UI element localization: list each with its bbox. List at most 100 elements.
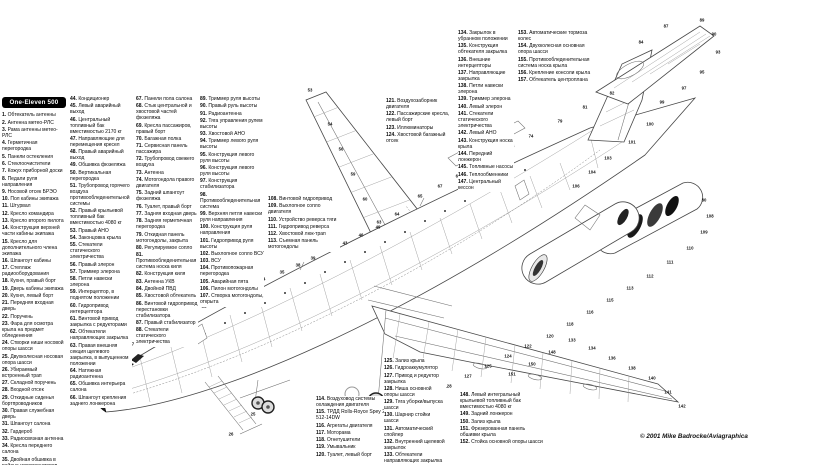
- legend-item: 85. Хвостовой обтекатель: [136, 293, 197, 300]
- legend-item: 62. Обтекатели направляющих закрылка: [70, 329, 129, 342]
- legend-item: 140. Левый элерон: [458, 103, 503, 110]
- legend-item: 2. Антенна метео-РЛС: [2, 119, 54, 126]
- callout-number: 7: [131, 341, 135, 347]
- legend-item: 99. Верхняя петля навески руля направлен…: [200, 210, 263, 223]
- legend-item: 96. Конструкция левого руля высоты: [200, 165, 255, 178]
- legend-item: 107. Створка мотогондолы, открыта: [200, 293, 264, 306]
- legend-item: 68. Стык центральной и хвостовой частей …: [136, 103, 192, 122]
- legend-item: 82. Конструкция киля: [136, 271, 186, 278]
- legend-item: 56. Правый элерон: [70, 261, 115, 268]
- legend-item: 114. Воздуховод системы охлаждения двига…: [316, 396, 376, 408]
- legend-item: 128. Ниша основной опоры шасси: [384, 385, 432, 398]
- legend-item: 144. Передний лонжерон: [458, 150, 493, 163]
- callout-number: 43: [342, 240, 348, 246]
- legend-item: 54. Законцовка крыла: [70, 234, 121, 241]
- callout-number: 109: [700, 229, 708, 235]
- legend-item: 20. Кухня, левый борт: [2, 293, 54, 300]
- legend-item: 70. Багажная полка: [136, 135, 182, 142]
- callout-number: 140: [648, 375, 656, 381]
- legend-item: 137. Направляющие закрылка: [458, 69, 506, 82]
- callout-number: 111: [666, 259, 674, 265]
- legend-item: 67. Панели пола салона: [136, 96, 193, 102]
- cabin-floor-line: [129, 149, 601, 395]
- legend-item: 10. Пол кабины экипажа: [2, 196, 59, 203]
- legend-item: 146. Теплообменники: [458, 171, 509, 178]
- legend-item: 65. Обшивка интерьера салона: [70, 381, 126, 394]
- legend-item: 120. Туалет, левый борт: [316, 451, 372, 458]
- callout-number: 133: [568, 337, 576, 343]
- legend-item: 116. Агрегаты двигателя: [316, 422, 373, 429]
- legend-item: 46. Центральный топливный бак вместимост…: [70, 116, 122, 135]
- callout-number: 54: [327, 121, 333, 127]
- legend-item: 88. Стекатели статического электричества: [136, 327, 170, 346]
- legend-item: 18. Кухня, правый борт: [2, 278, 56, 285]
- legend-item: 92. Тяга управления рулем высоты: [200, 117, 263, 130]
- legend-item: 94. Триммер левого руля высоты: [200, 138, 259, 151]
- legend-item: 66. Шпангоут крепления заднего лонжерона: [70, 394, 127, 407]
- legend-item: 16. Шпангоут кабины: [2, 257, 51, 264]
- callout-number: 101: [628, 139, 636, 145]
- legend-item: 103. ВСУ: [200, 258, 221, 265]
- legend-item: 102. Выхлопное сопло ВСУ: [200, 250, 264, 257]
- legend-item: 47. Направляющие для перемещения кресел: [70, 135, 125, 148]
- callout-number: 82: [609, 90, 615, 96]
- legend-item: 17. Стеллаж радиооборудования: [2, 265, 49, 278]
- legend-item: 84. Двойной ПВД: [136, 286, 176, 293]
- legend-item: 76. Туалет, правый борт: [136, 203, 192, 210]
- callout-number: 39: [310, 255, 316, 261]
- legend-item: 126. Гидроаккумулятор: [384, 365, 438, 372]
- legend-item: 1. Обтекатель антенны: [2, 112, 56, 119]
- legend-item: 50. Вертикальная перегородка: [70, 169, 112, 182]
- legend-item: 125. Зализ крыла: [384, 358, 425, 364]
- legend-item: 148. Левый интегральный крыльевой топлив…: [460, 392, 521, 410]
- legend-item: 25. Двухколесная носовая опора шасси: [2, 353, 63, 366]
- callout-number: 110: [686, 245, 694, 251]
- legend-item: 153. Автоматические тормоза колес: [518, 30, 588, 42]
- legend-item: 154. Двухколесная основная опора шасси: [518, 43, 585, 56]
- callout-number: 150: [528, 361, 536, 367]
- legend-item: 118. Огнетушители: [316, 437, 361, 444]
- legend-item: 72. Трубопровод свежего воздуха: [136, 156, 195, 169]
- callout-number: 113: [626, 285, 634, 291]
- legend-block-114: 114. Воздуховод системы охлаждения двига…: [316, 396, 396, 460]
- callout-number: 46: [358, 232, 364, 238]
- legend-item: 150. Зализ крыла: [460, 418, 501, 425]
- nose-gear: [251, 379, 275, 414]
- callout-number: 79: [557, 118, 563, 124]
- legend-item: 58. Петли навески элерона: [70, 276, 113, 289]
- callout-number: 35: [279, 269, 285, 275]
- legend-item: 75. Задний шпангоут фюзеляжа: [136, 190, 185, 203]
- legend-item: 49. Обшивка фюзеляжа: [70, 162, 126, 169]
- legend-item: 111. Гидропривод реверса: [268, 223, 330, 230]
- legend-item: 13. Кресло второго пилота: [2, 218, 64, 224]
- legend-item: 89. Триммер руля высоты: [200, 96, 261, 102]
- port-wing: [367, 285, 680, 403]
- legend-item: 80. Регулируемое сопло: [136, 244, 193, 251]
- legend-item: 134. Закрылок в убранном положении: [458, 30, 508, 42]
- legend-item: 63. Правая внешняя секция щелевого закры…: [70, 342, 129, 367]
- legend-item: 78. Задняя герметичная перегородка: [136, 218, 192, 231]
- legend-item: 32. Гардероб: [2, 428, 33, 435]
- legend-item: 152. Стойка основной опоры шасси: [460, 439, 543, 446]
- legend-item: 53. Правый АНО: [70, 227, 109, 234]
- tailplane: [595, 25, 715, 105]
- legend-item: 9. Носовой отсек БРЭО: [2, 188, 57, 195]
- legend-item: 15. Кресло для дополнительного члена эки…: [2, 238, 58, 257]
- legend-item: 127. Привод и редуктор закрылка: [384, 372, 439, 385]
- legend-item: 23. Фара для осмотра крыла на предмет об…: [2, 320, 54, 339]
- legend-item: 133. Обтекатели направляющих закрылка: [384, 452, 443, 465]
- legend-item: 11. Штурвал: [2, 203, 31, 210]
- legend-item: 5. Панели остекления: [2, 153, 53, 160]
- callout-number: 108: [706, 213, 714, 219]
- callout-number: 141: [664, 389, 672, 395]
- callout-number: 99: [659, 99, 665, 105]
- legend-item: 105. Аварийная пята: [200, 278, 249, 285]
- legend-item: 19. Дверь кабины экипажа: [2, 285, 64, 292]
- legend-item: 136. Внешние интерцепторы: [458, 56, 492, 69]
- legend-item: 112. Хвостовой люк-трап: [268, 231, 326, 238]
